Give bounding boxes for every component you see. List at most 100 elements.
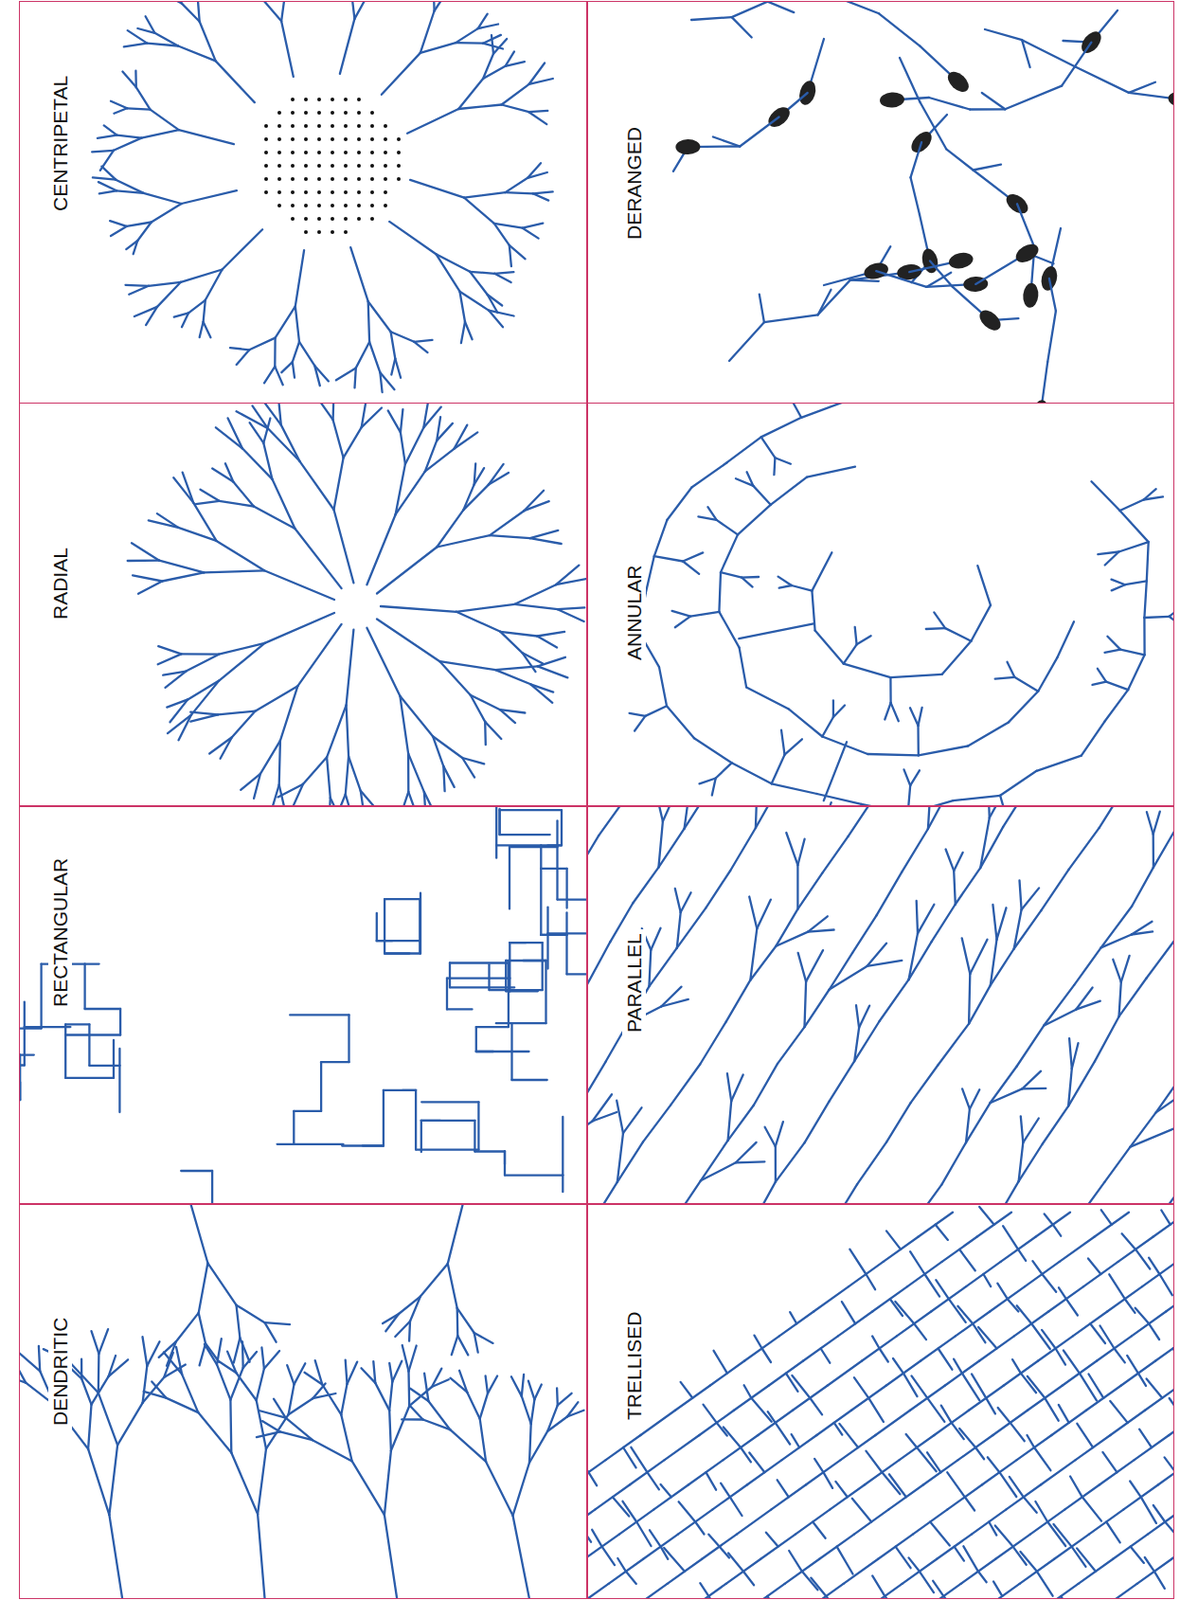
basin-dot <box>303 163 308 168</box>
basin-dot <box>343 216 348 221</box>
basin-dot <box>396 177 401 181</box>
stream-line <box>127 559 161 563</box>
stream-line <box>911 1375 929 1397</box>
stream-line <box>259 1410 287 1418</box>
stream-line <box>592 1093 613 1121</box>
stream-line <box>781 730 786 755</box>
stream-line <box>361 1367 376 1383</box>
stream-line <box>700 1140 729 1180</box>
stream-line <box>460 291 466 322</box>
stream-line <box>879 979 910 1021</box>
stream-line <box>728 1105 754 1141</box>
stream-line <box>369 341 380 373</box>
stream-line <box>684 805 712 829</box>
stream-line <box>565 868 568 909</box>
stream-line <box>738 623 814 639</box>
basin-dot <box>343 150 348 155</box>
basin-dot <box>317 97 322 102</box>
lake-blob <box>878 91 905 109</box>
stream-line <box>1054 1523 1073 1547</box>
stream-line <box>775 1142 805 1181</box>
stream-line <box>98 1328 108 1354</box>
stream-line <box>128 286 149 295</box>
stream-line <box>982 92 1006 109</box>
basin-dot <box>277 110 282 115</box>
basin-dot <box>303 150 308 155</box>
stream-line <box>779 1310 815 1336</box>
stream-line <box>646 1471 660 1489</box>
basin-dot <box>264 137 269 142</box>
stream-line <box>617 1141 644 1181</box>
stream-line <box>970 605 991 642</box>
stream-line <box>746 686 788 709</box>
stream-line <box>268 428 301 462</box>
stream-line <box>178 129 234 144</box>
basin-dot <box>343 110 348 115</box>
stream-line <box>113 107 127 113</box>
stream-line <box>345 756 349 795</box>
stream-line <box>906 1433 917 1448</box>
stream-line <box>501 84 530 106</box>
stream-line <box>99 190 117 194</box>
stream-line <box>340 1383 347 1415</box>
stream-line <box>1112 959 1122 983</box>
stream-line <box>256 1430 281 1437</box>
stream-line <box>197 1412 232 1452</box>
stream-line <box>264 366 275 384</box>
stream-line <box>957 1305 973 1324</box>
basin-dot <box>317 190 322 195</box>
stream-line <box>927 1451 941 1472</box>
stream-line <box>203 300 206 322</box>
stream-line <box>995 1524 1014 1546</box>
stream-line <box>713 137 740 147</box>
stream-line <box>501 105 530 113</box>
basin-dot <box>330 137 335 142</box>
stream-line <box>1002 805 1028 827</box>
stream-line <box>645 555 655 593</box>
stream-line <box>955 867 981 904</box>
stream-line <box>436 416 441 441</box>
stream-line <box>649 1529 662 1546</box>
stream-line <box>253 506 296 530</box>
stream-line <box>1129 1481 1142 1498</box>
stream-line <box>997 907 1007 939</box>
stream-line <box>1164 1456 1175 1472</box>
stream-line <box>345 1359 348 1384</box>
stream-line <box>463 484 489 511</box>
stream-line <box>716 519 738 536</box>
stream-line <box>1107 636 1121 650</box>
basin-dot <box>370 110 375 115</box>
stream-line <box>732 762 772 784</box>
stream-line <box>893 1358 904 1374</box>
stream-line <box>786 832 798 865</box>
stream-line <box>110 101 127 109</box>
stream-line <box>789 1311 797 1324</box>
stream-line <box>537 665 569 678</box>
basin-dot <box>357 150 361 155</box>
pattern-group <box>18 1203 585 1599</box>
stream-line <box>189 1203 208 1263</box>
stream-line <box>143 1391 167 1398</box>
stream-line <box>818 280 851 316</box>
stream-line <box>457 1307 475 1333</box>
stream-line <box>458 78 483 109</box>
stream-line <box>536 636 557 648</box>
stream-line <box>145 306 158 325</box>
stream-line <box>852 914 877 953</box>
stream-line <box>903 1373 918 1397</box>
stream-line <box>648 947 677 987</box>
stream-line <box>849 1249 866 1274</box>
stream-line <box>447 1203 465 1264</box>
stream-line <box>1047 1521 1066 1547</box>
stream-line <box>431 1368 442 1387</box>
stream-line <box>529 63 545 85</box>
stream-line <box>280 685 299 741</box>
stream-line <box>926 626 946 630</box>
stream-line <box>1119 982 1122 1018</box>
stream-line <box>391 331 415 342</box>
stream-line <box>275 305 296 338</box>
stream-line <box>280 1430 313 1440</box>
stream-line <box>1017 1305 1033 1324</box>
stream-line <box>119 1008 122 1036</box>
stream-line <box>399 696 433 737</box>
